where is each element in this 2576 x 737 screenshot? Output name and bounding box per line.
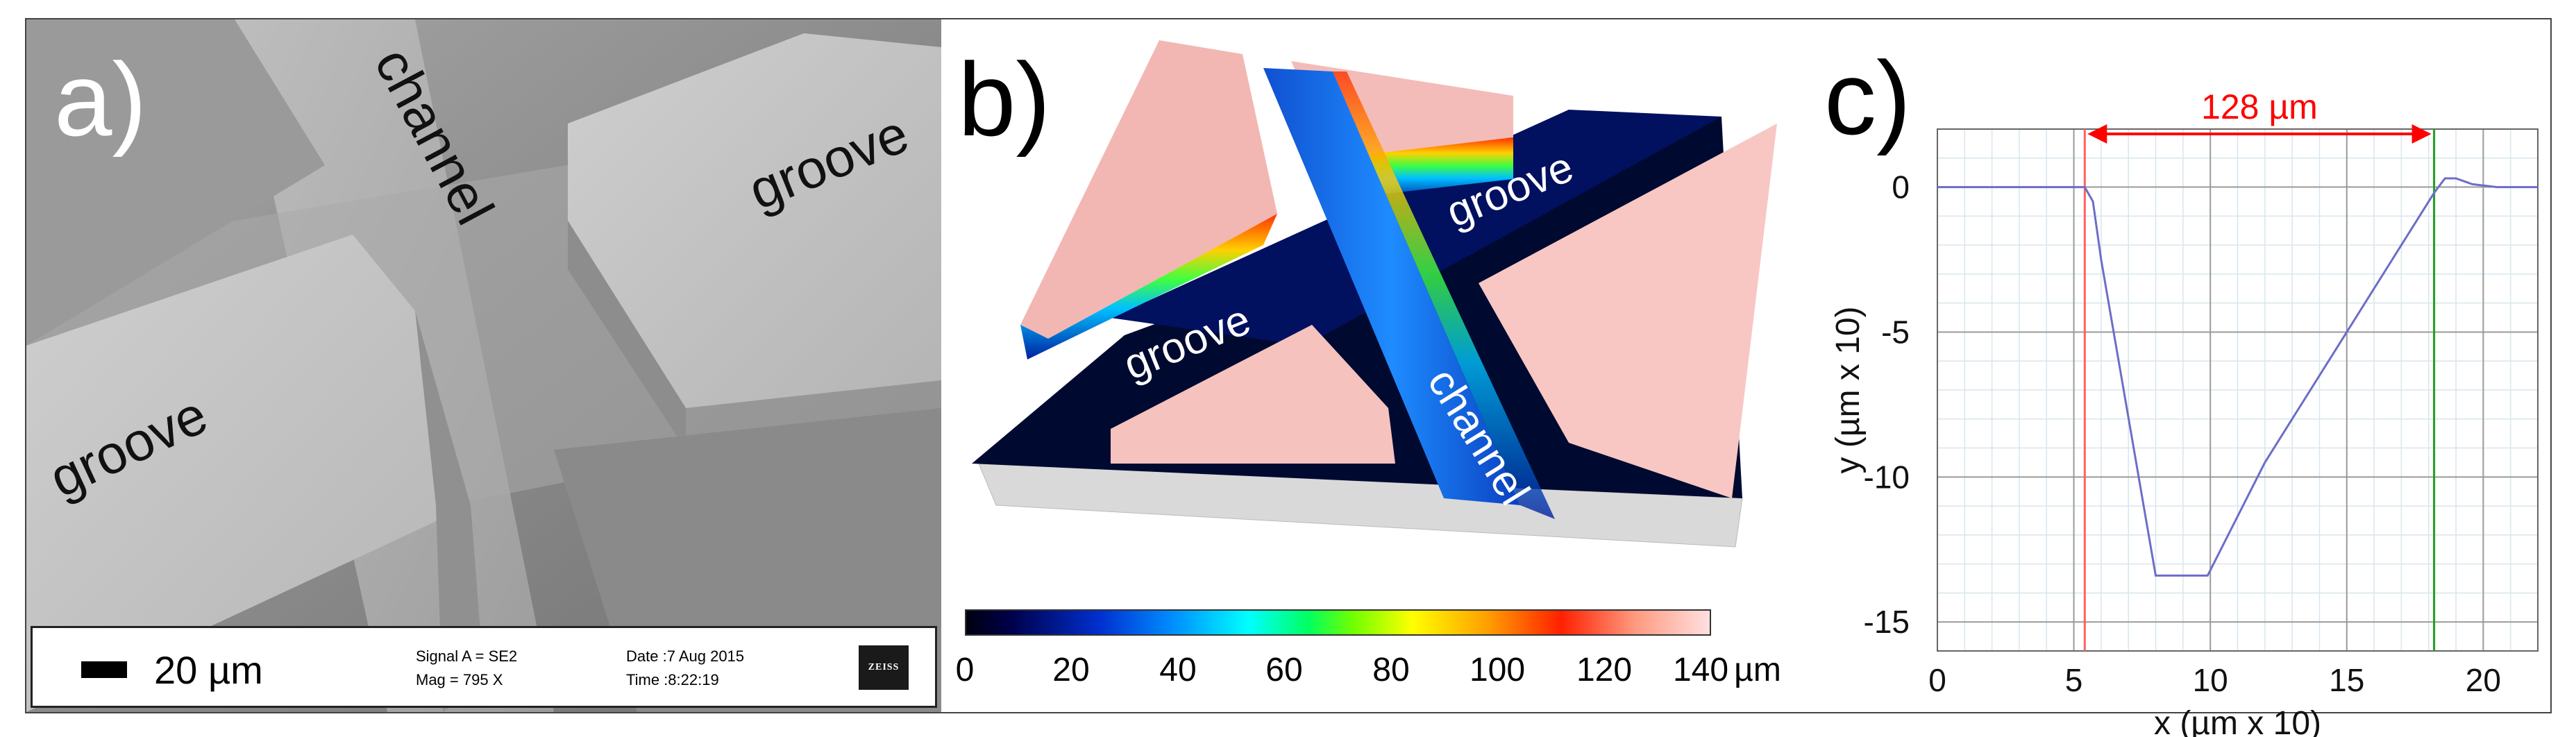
span-label: 128 µm: [2201, 87, 2318, 126]
marker-lines: [2083, 129, 2436, 651]
x-tick-label: 10: [2193, 662, 2228, 698]
sem-block-lower-left: [26, 235, 471, 712]
channel-floor-b: [1263, 68, 1520, 505]
panel-label-a: a): [54, 41, 147, 158]
y-tick-label: -10: [1864, 459, 1910, 495]
y-tick-label: -15: [1864, 604, 1910, 640]
time-text: Time :8:22:19: [626, 671, 719, 688]
profile-series-line: [1937, 177, 2538, 577]
block-bottom-left: [1111, 325, 1395, 464]
colorbar-tick: 20: [1052, 652, 1090, 688]
panel-label-b: b): [958, 41, 1051, 158]
sem-data-bar: 20 µm Signal A = SE2 Mag = 795 X Date :7…: [31, 626, 937, 708]
date-text: Date :7 Aug 2015: [626, 647, 745, 665]
block-right: [1479, 124, 1777, 498]
colorbar-tick: 0: [955, 652, 975, 688]
colorbar-tick: 100: [1469, 652, 1526, 688]
plot-frame: [1937, 128, 2539, 652]
panel-b-height-map: groove groove channel b) 0 20 40 60 80 1…: [944, 19, 1801, 712]
mag-text: Mag = 795 X: [416, 671, 503, 688]
colorbar-tick: 40: [1159, 652, 1197, 688]
height-map-render: groove groove channel: [972, 40, 1777, 548]
scale-bar: [81, 661, 127, 678]
chart-minor-grid: [1937, 128, 2539, 652]
panel-c-profile-chart: c) 0 5 10 15 20 0 -5 -10 -15 x (µm x 10) y (µm …: [1803, 19, 2550, 737]
y-tick-label: -5: [1881, 314, 1910, 350]
colorbar-tick: 60: [1265, 652, 1303, 688]
sem-micrograph: channel groove groove: [26, 19, 941, 712]
colorbar-tick: 80: [1372, 652, 1410, 688]
signal-text: Signal A = SE2: [416, 647, 518, 665]
colorbar-tick: 120: [1576, 652, 1633, 688]
x-tick-label: 15: [2329, 662, 2364, 698]
y-tick-labels: 0 -5 -10 -15: [1864, 169, 1910, 641]
figure-frame: [25, 18, 2552, 713]
y-axis-label: y (µm x 10): [1830, 306, 1867, 473]
scale-bar-label: 20 µm: [154, 648, 263, 692]
profile-chart: 0 5 10 15 20 0 -5 -10 -15 x (µm x 10) y (µm x 1…: [1830, 87, 2539, 737]
zeiss-logo: ZEISS: [859, 645, 909, 690]
span-arrow-head-right: [2411, 124, 2432, 144]
x-tick-labels: 0 5 10 15 20: [1928, 662, 2501, 698]
panel-label-c: c): [1824, 40, 1911, 156]
x-axis-label: x (µm x 10): [2154, 705, 2321, 737]
x-tick-label: 5: [2065, 662, 2083, 698]
y-tick-label: 0: [1892, 169, 1910, 205]
span-annotation: 128 µm: [2087, 87, 2432, 144]
colorbar-tick: 140: [1672, 652, 1729, 688]
x-tick-label: 20: [2466, 662, 2501, 698]
colorbar: [965, 609, 1711, 636]
colorbar-unit: µm: [1734, 652, 1781, 688]
sem-block-upper-right: [568, 33, 941, 408]
x-tick-label: 0: [1928, 662, 1946, 698]
panel-a-sem-image: channel groove groove a) 20 µm Signal A …: [26, 19, 941, 712]
block-top-left: [1020, 40, 1277, 339]
span-arrow-head-left: [2087, 124, 2107, 144]
